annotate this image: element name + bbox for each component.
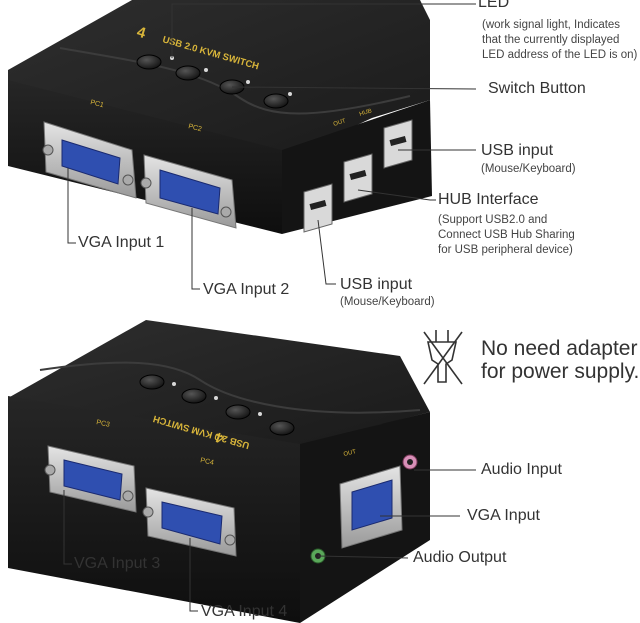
led-icon [214,396,218,400]
vga-port-output-side [339,465,403,549]
usb-port-input-upper [343,153,373,203]
led-icon [172,382,176,386]
usb-input-lower-label: USB input [340,276,413,293]
vga-input-side-label: VGA Input [467,507,540,524]
led-label: LED [478,0,510,11]
usb-input-upper-label: USB input [481,142,554,159]
switch-button-icon[interactable] [175,65,201,81]
vga-input-4-label: VGA Input 4 [201,603,288,620]
switch-button-icon[interactable] [136,54,162,70]
audio-input-label: Audio Input [481,461,562,478]
power-note-line-2: for power supply. [481,360,640,383]
vga-port-2 [140,154,237,229]
lower-port-label-pc3: PC3 [96,419,111,429]
switch-button-icon[interactable] [269,420,295,436]
power-note-line-1: No need adapter [481,337,638,360]
upper-kvm-device: 4 USB 2.0 KVM SWITCH PC1 PC2 OUT HUB [8,0,432,234]
switch-button-icon[interactable] [139,374,165,390]
led-icon [288,92,292,96]
vga-port-1 [42,121,137,199]
lower-rear-out-label: OUT [343,449,357,458]
switch-button-icon[interactable] [263,93,289,109]
vga-input-1-label: VGA Input 1 [78,234,165,251]
led-icon [258,412,262,416]
switch-button-label: Switch Button [488,80,586,97]
vga-port-4 [142,487,237,557]
led-desc-line-1: (work signal light, Indicates [482,19,621,31]
vga-input-3-label: VGA Input 3 [74,555,161,572]
switch-button-icon[interactable] [181,388,207,404]
led-icon [204,68,208,72]
vga-port-3 [44,445,137,513]
upper-port-label-pc1: PC1 [90,99,105,109]
no-adapter-icon [423,330,463,385]
vga-input-2-label: VGA Input 2 [203,281,290,298]
leader-lines [63,3,477,612]
upper-port-label-pc2: PC2 [188,123,203,133]
lower-kvm-device: 4 USB 2.0 KVM SWITCH PC3 PC4 OUT [8,320,430,623]
usb-input-upper-desc: (Mouse/Keyboard) [481,163,576,175]
upper-rear-out-label: OUT [333,118,347,128]
led-icon [246,80,250,84]
hub-interface-label: HUB Interface [438,191,539,208]
usb-port-input-lower [303,183,333,233]
led-desc-line-2: that the currently displayed [482,34,620,46]
hub-interface-desc-line-3: for USB peripheral device) [438,244,573,256]
usb-port-hub [383,119,413,169]
lower-port-label-pc4: PC4 [200,457,215,467]
hub-interface-desc-line-2: Connect USB Hub Sharing [438,229,575,241]
led-desc-line-3: LED address of the LED is on) [482,49,638,61]
audio-output-label: Audio Output [413,549,507,566]
hub-interface-desc-line-1: (Support USB2.0 and [438,214,548,226]
usb-input-lower-desc: (Mouse/Keyboard) [340,296,435,308]
upper-rear-hub-label: HUB [359,108,373,118]
switch-button-icon[interactable] [225,404,251,420]
